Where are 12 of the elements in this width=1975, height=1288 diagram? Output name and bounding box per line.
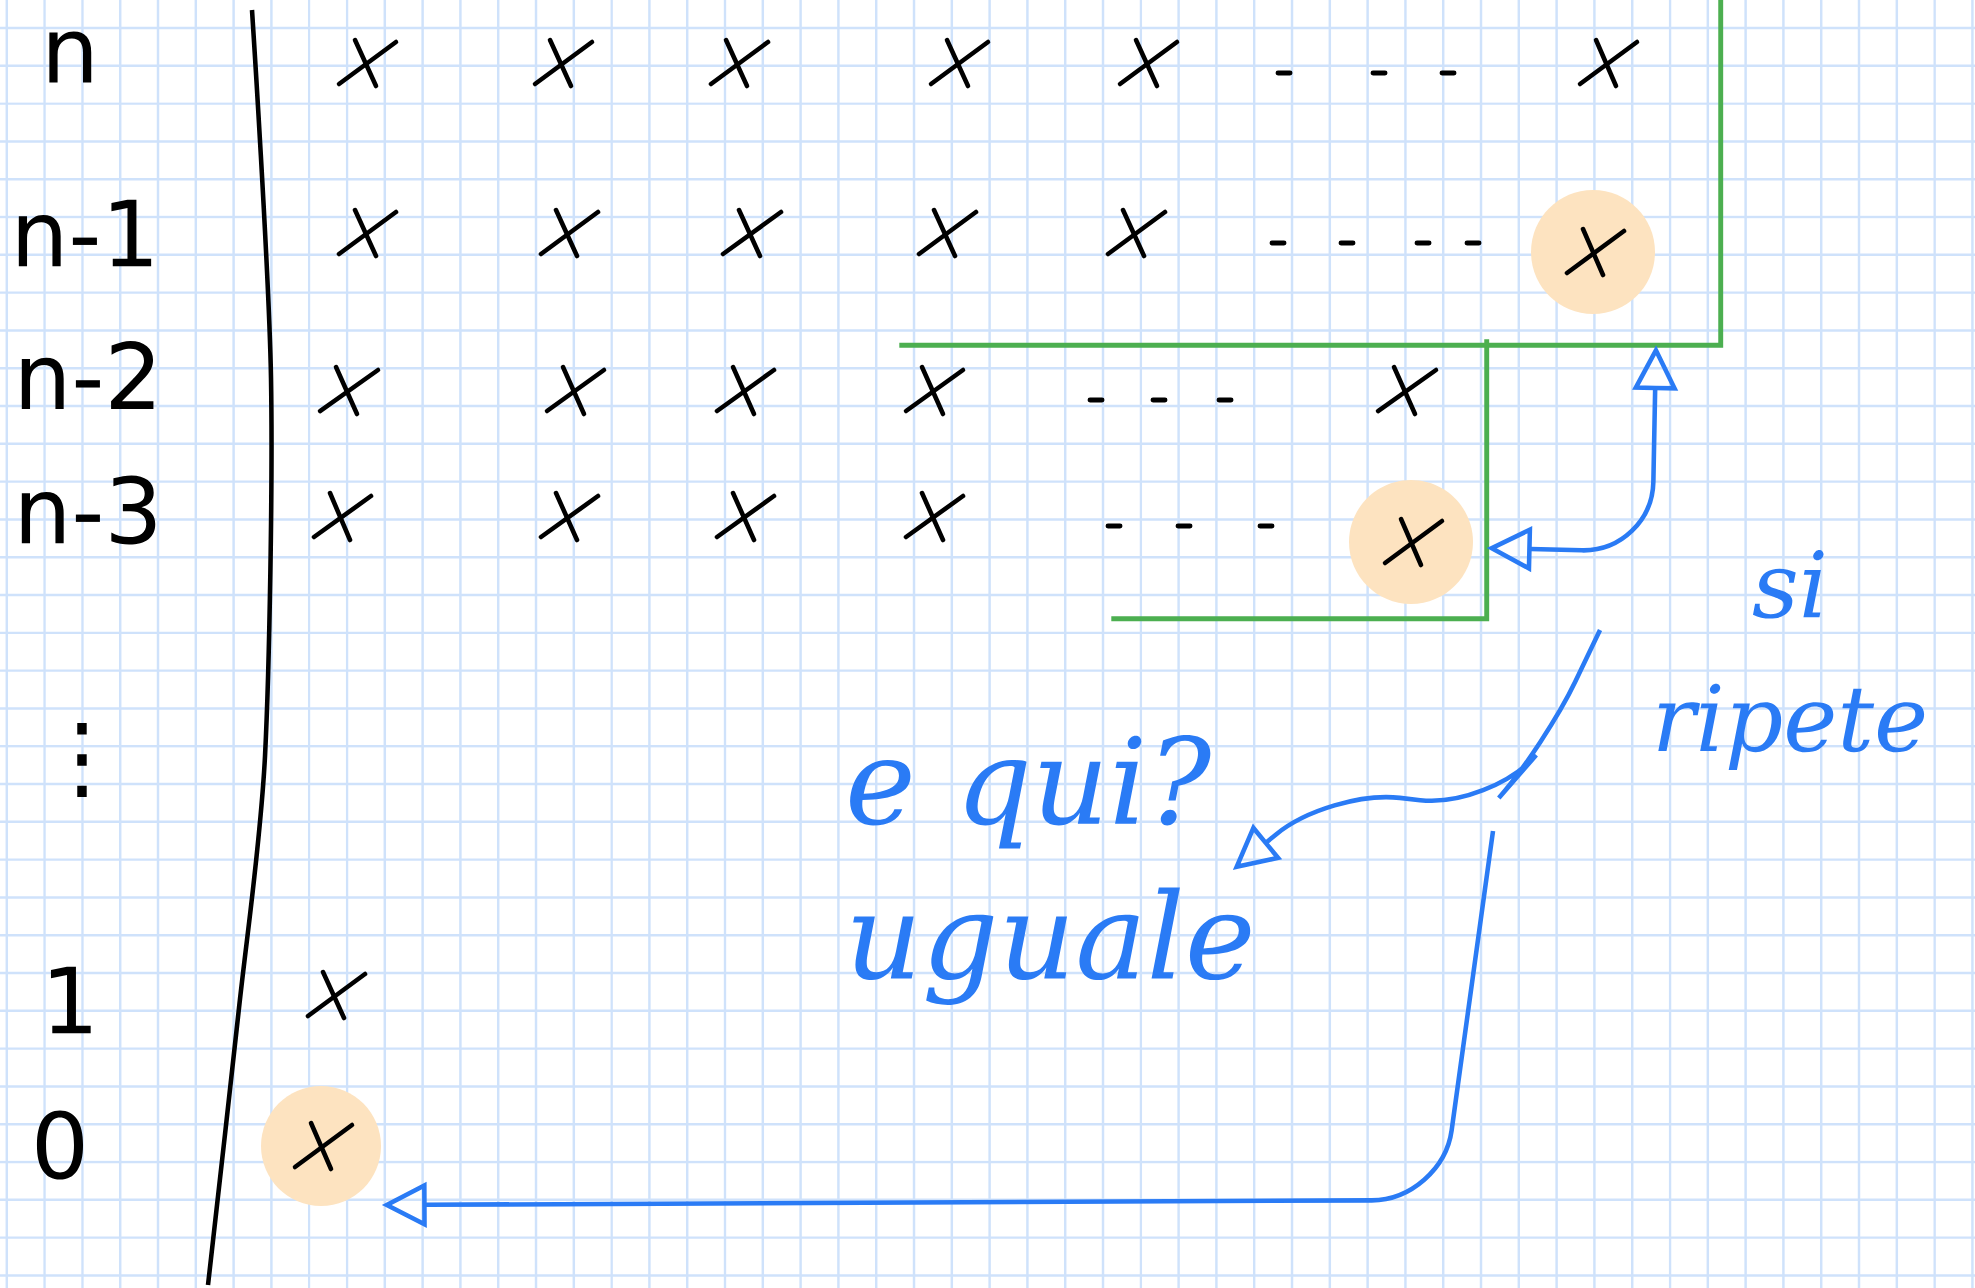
row-label: 0 <box>36 1110 84 1180</box>
row-label: n-2 <box>21 341 154 409</box>
handwritten-note: e qui? uguale <box>850 735 1251 1005</box>
row-label: n <box>49 31 92 83</box>
row-label: 1 <box>50 966 91 1034</box>
highlighted-cross <box>261 1086 381 1206</box>
row-label: n-3 <box>21 475 156 545</box>
bracket-outline <box>899 0 1724 348</box>
row-label: ⋮ <box>77 723 87 797</box>
row-label: n-1 <box>18 199 152 267</box>
bracket-outline <box>1111 339 1490 622</box>
handwritten-note: si ripete <box>1658 550 1925 770</box>
